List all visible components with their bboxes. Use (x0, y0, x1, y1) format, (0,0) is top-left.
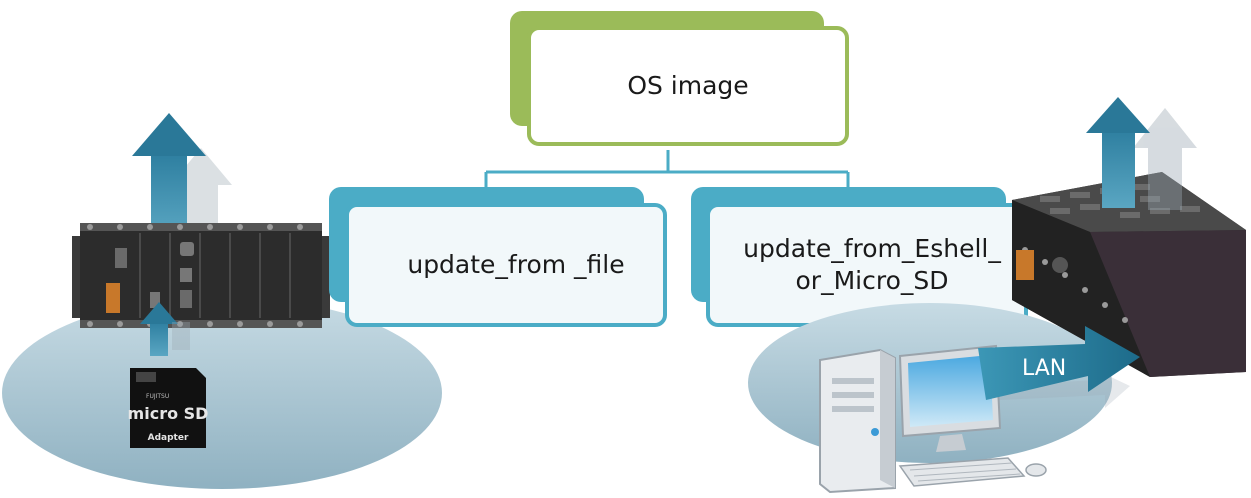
sd-card-icon: FUJITSU micro SD Adapter (128, 368, 209, 448)
up-arrow-icon (140, 302, 190, 356)
child-node-file (329, 187, 667, 327)
root-node-label: OS image (627, 71, 749, 100)
svg-text:FUJITSU: FUJITSU (146, 393, 169, 400)
child-node-file-box (345, 203, 667, 327)
up-arrow-icon (1133, 108, 1197, 210)
up-arrow-icon (1086, 97, 1150, 208)
tree-connectors (484, 150, 850, 188)
desktop-computer-icon (819, 344, 1047, 494)
left-platform-ellipse (2, 297, 442, 489)
left-scene: FUJITSU micro SD Adapter (2, 113, 442, 489)
sd-card-caption: Adapter (148, 433, 189, 443)
sd-card-brand: micro SD (128, 404, 209, 423)
right-scene (748, 97, 1246, 494)
up-arrow-icon (132, 113, 206, 236)
child-node-eshell (691, 187, 1028, 327)
lan-arrow-icon (978, 326, 1140, 408)
child-node-file-label: update_from _file (407, 250, 625, 279)
child-node-eshell-label: update_from_Eshell_ or_Micro_SD (743, 234, 1001, 295)
controller-device-icon (72, 223, 330, 328)
lan-label: LAN (1022, 356, 1067, 381)
root-node-box (527, 26, 849, 146)
root-node (510, 11, 849, 146)
